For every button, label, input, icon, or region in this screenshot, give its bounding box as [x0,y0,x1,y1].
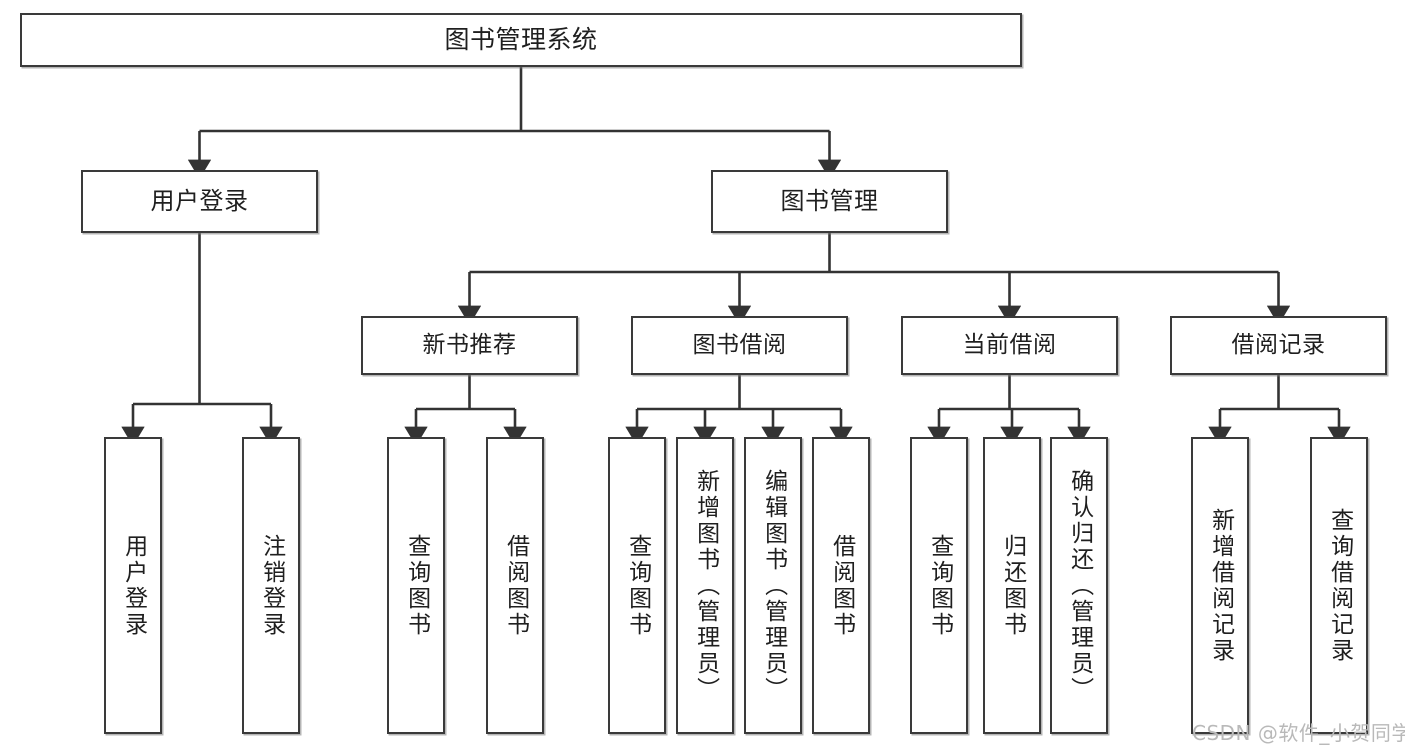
node-label: 新书推荐 [422,331,517,358]
node-current-borrow[interactable]: 当前借阅 [901,316,1118,375]
node-borrow-record[interactable]: 借阅记录 [1170,316,1387,375]
node-label: 查询图书 [926,533,953,638]
node-label: 用户登录 [120,533,147,638]
node-leaf-edit-book[interactable]: 编辑图书（管理员） [744,437,802,734]
node-label: 图书借阅 [692,331,787,358]
node-label: 用户登录 [150,187,249,216]
node-leaf-user-logout[interactable]: 注销登录 [242,437,300,734]
node-label: 确认归还（管理员） [1066,468,1093,703]
node-book-borrow[interactable]: 图书借阅 [631,316,848,375]
node-leaf-add-book[interactable]: 新增图书（管理员） [676,437,734,734]
node-leaf-borrow-book-2[interactable]: 借阅图书 [812,437,870,734]
watermark-text: CSDN @软件_小贺同学 [1192,721,1405,745]
node-label: 查询图书 [624,533,651,638]
node-label: 借阅记录 [1231,331,1326,358]
node-leaf-return-book[interactable]: 归还图书 [983,437,1041,734]
node-label: 注销登录 [258,533,285,638]
node-leaf-borrow-book-1[interactable]: 借阅图书 [486,437,544,734]
node-label: 查询图书 [403,533,430,638]
node-root-system[interactable]: 图书管理系统 [20,13,1022,67]
node-label: 新增借阅记录 [1207,507,1234,664]
node-leaf-query-book-3[interactable]: 查询图书 [910,437,968,734]
node-label: 编辑图书（管理员） [760,468,787,703]
node-label: 图书管理 [780,187,879,216]
node-leaf-query-record[interactable]: 查询借阅记录 [1310,437,1368,734]
node-leaf-add-record[interactable]: 新增借阅记录 [1191,437,1249,734]
node-leaf-query-book-1[interactable]: 查询图书 [387,437,445,734]
node-new-book-recommend[interactable]: 新书推荐 [361,316,578,375]
node-label: 当前借阅 [962,331,1057,358]
node-label: 图书管理系统 [444,25,598,54]
node-user-login[interactable]: 用户登录 [81,170,318,233]
node-leaf-confirm-return[interactable]: 确认归还（管理员） [1050,437,1108,734]
node-leaf-user-login[interactable]: 用户登录 [104,437,162,734]
node-leaf-query-book-2[interactable]: 查询图书 [608,437,666,734]
node-label: 归还图书 [999,533,1026,638]
node-label: 查询借阅记录 [1326,507,1353,664]
node-label: 新增图书（管理员） [692,468,719,703]
node-book-manage[interactable]: 图书管理 [711,170,948,233]
node-label: 借阅图书 [502,533,529,638]
node-label: 借阅图书 [828,533,855,638]
